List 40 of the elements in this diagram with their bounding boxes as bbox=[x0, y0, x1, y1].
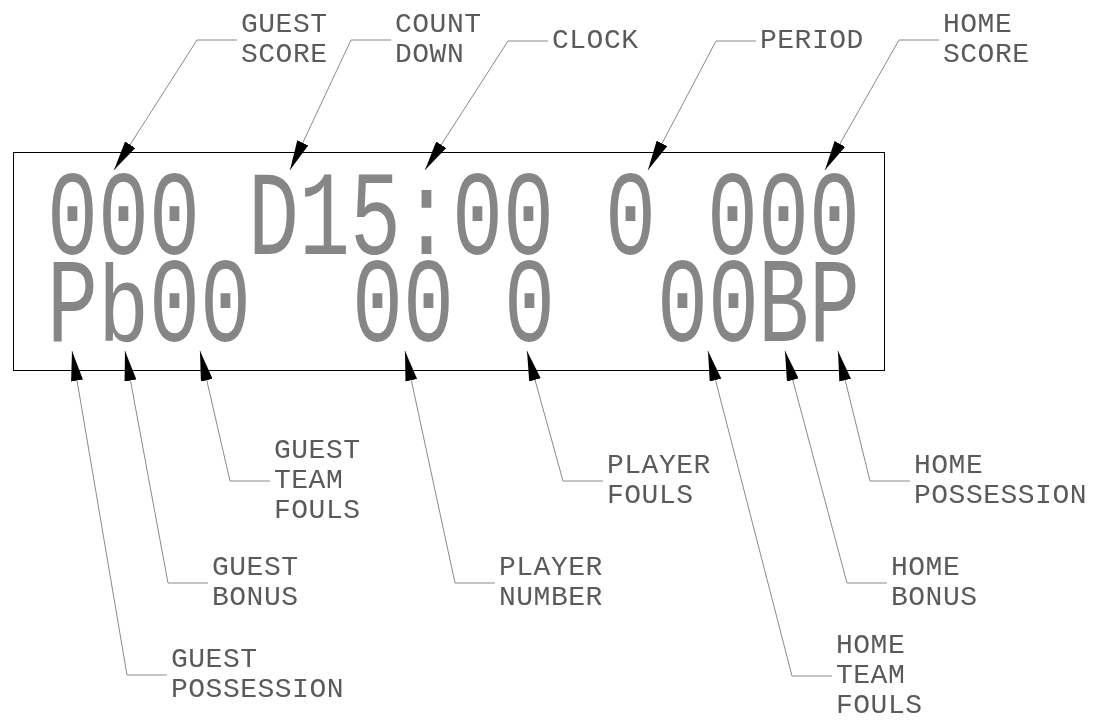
callout-label: GUEST TEAM FOULS bbox=[274, 436, 361, 526]
digit-readout: 0 bbox=[504, 261, 555, 351]
leader-line bbox=[199, 350, 271, 482]
digit-readout: 00 bbox=[149, 261, 251, 351]
leader-line bbox=[647, 40, 757, 171]
leader-line bbox=[707, 350, 833, 677]
digit-readout: 0 bbox=[605, 170, 656, 256]
callout-label: PLAYER NUMBER bbox=[499, 553, 603, 613]
leader-line bbox=[71, 350, 168, 676]
leader-line bbox=[837, 350, 911, 482]
callout-label: HOME SCORE bbox=[943, 10, 1030, 70]
digit-readout: B bbox=[758, 261, 809, 351]
digit-readout: 000 bbox=[707, 170, 861, 256]
digit-readout: 00 bbox=[657, 261, 759, 351]
leader-line bbox=[526, 350, 604, 482]
callout-label: GUEST BONUS bbox=[212, 553, 299, 613]
callout-label: HOME BONUS bbox=[891, 553, 978, 613]
leader-line bbox=[424, 40, 549, 171]
callout-label: PERIOD bbox=[760, 26, 864, 56]
digit-readout: 15:00 bbox=[299, 170, 555, 256]
leader-line bbox=[784, 350, 888, 584]
digit-readout: 00 bbox=[352, 261, 454, 351]
leader-line bbox=[289, 39, 392, 171]
display-panel bbox=[13, 152, 885, 371]
leader-line bbox=[113, 39, 238, 171]
digit-readout: P bbox=[809, 261, 860, 351]
digit-readout: P bbox=[47, 261, 98, 351]
digit-readout: D bbox=[248, 170, 299, 256]
callout-label: COUNT DOWN bbox=[395, 10, 482, 70]
leader-line bbox=[404, 350, 496, 584]
callout-label: HOME POSSESSION bbox=[914, 451, 1088, 511]
digit-readout: 000 bbox=[47, 170, 201, 256]
callout-label: HOME TEAM FOULS bbox=[836, 631, 923, 721]
callout-label: GUEST SCORE bbox=[241, 10, 328, 70]
digit-readout: b bbox=[98, 261, 149, 351]
leader-line bbox=[124, 350, 209, 584]
callout-label: GUEST POSSESSION bbox=[171, 645, 344, 705]
callout-label: PLAYER FOULS bbox=[607, 451, 711, 511]
callout-label: CLOCK bbox=[552, 26, 639, 56]
leader-line bbox=[824, 39, 940, 171]
